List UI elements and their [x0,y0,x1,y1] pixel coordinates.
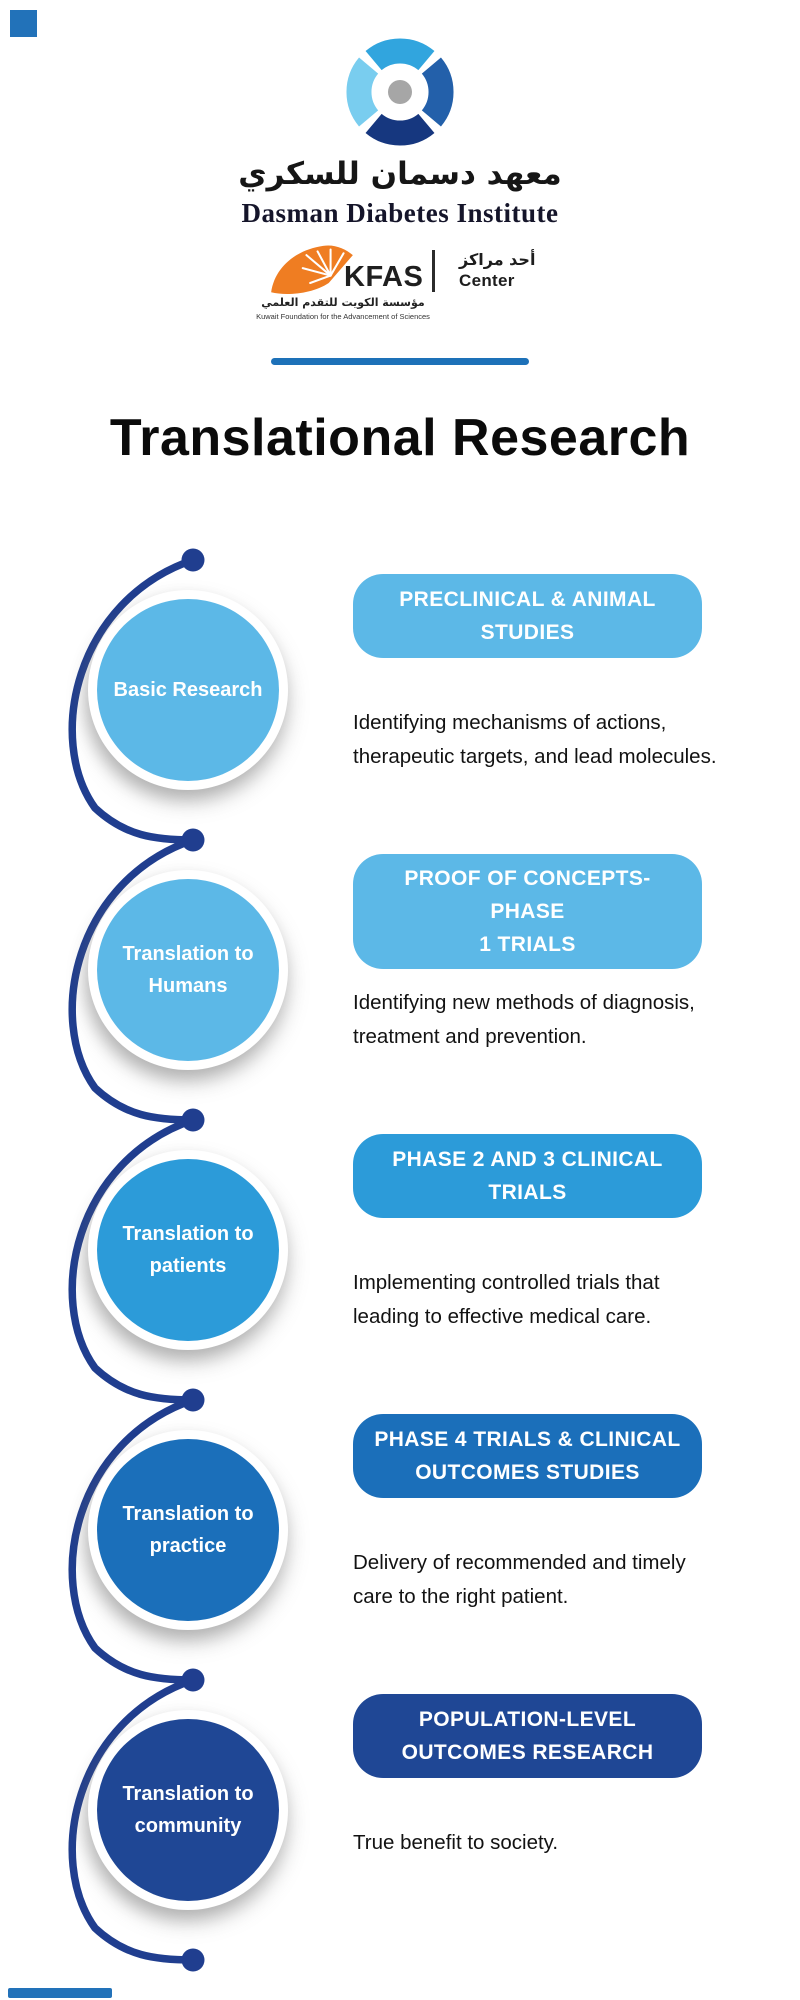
step-badge: PRECLINICAL & ANIMAL STUDIES [353,574,702,658]
header-divider-line [271,358,529,365]
step-circle: Translation to community [88,1710,288,1910]
page-title: Translational Research [109,409,691,467]
step-badge: PHASE 4 TRIALS & CLINICAL OUTCOMES STUDI… [353,1414,702,1498]
step-circle: Translation to practice [88,1430,288,1630]
kfas-english-tagline: Kuwait Foundation for the Advancement of… [256,312,430,321]
step-circle-label: Basic Research [113,679,263,701]
step-badge: PROOF OF CONCEPTS-PHASE 1 TRIALS [353,854,702,969]
timeline-step-translation-to-humans: Translation to Humans PROOF OF CONCEPTS-… [0,840,800,1120]
step-circle: Translation to patients [88,1150,288,1350]
step-circle-label: Translation to community [122,1783,254,1837]
step-circle-label: Translation to Humans [122,943,254,997]
kfas-sail-icon [271,245,353,295]
step-circle: Translation to Humans [88,870,288,1070]
corner-accent-square [10,10,37,37]
timeline-node-dots [181,548,205,1972]
kfas-wordmark: KFAS [344,261,424,293]
center-label-arabic: أحد مراكز [459,250,536,269]
timeline-step-basic-research: Basic Research PRECLINICAL & ANIMAL STUD… [0,560,800,840]
step-description: Identifying mechanisms of actions, thera… [353,711,717,768]
timeline-step-translation-to-patients: Translation to patients PHASE 2 AND 3 CL… [0,1120,800,1400]
bottom-accent-bar [8,1988,112,1998]
center-label-english: Center [459,271,515,290]
timeline-step-translation-to-practice: Translation to practice PHASE 4 TRIALS &… [0,1400,800,1680]
step-description: True benefit to society. [353,1831,559,1854]
step-description: Identifying new methods of diagnosis, tr… [353,991,695,1048]
timeline-connector [68,548,205,1972]
kfas-divider-line [432,250,435,292]
step-badge: PHASE 2 AND 3 CLINICAL TRIALS [353,1134,702,1218]
dasman-logo-swirl-icon [346,38,454,146]
step-description: Implementing controlled trials that lead… [353,1271,660,1328]
kfas-arabic-tagline: مؤسسة الكويت للتقدم العلمي [261,296,425,309]
step-circle-label: Translation to practice [122,1503,254,1557]
institute-name-english: Dasman Diabetes Institute [241,198,559,228]
step-badge: POPULATION-LEVEL OUTCOMES RESEARCH [353,1694,702,1778]
step-circle: Basic Research [88,590,288,790]
step-description: Delivery of recommended and timely care … [353,1551,686,1608]
step-circle-label: Translation to patients [122,1223,254,1277]
institute-name-arabic: معهد دسمان للسكري [238,156,562,192]
timeline-step-translation-to-community: Translation to community POPULATION-LEVE… [0,1680,800,1960]
